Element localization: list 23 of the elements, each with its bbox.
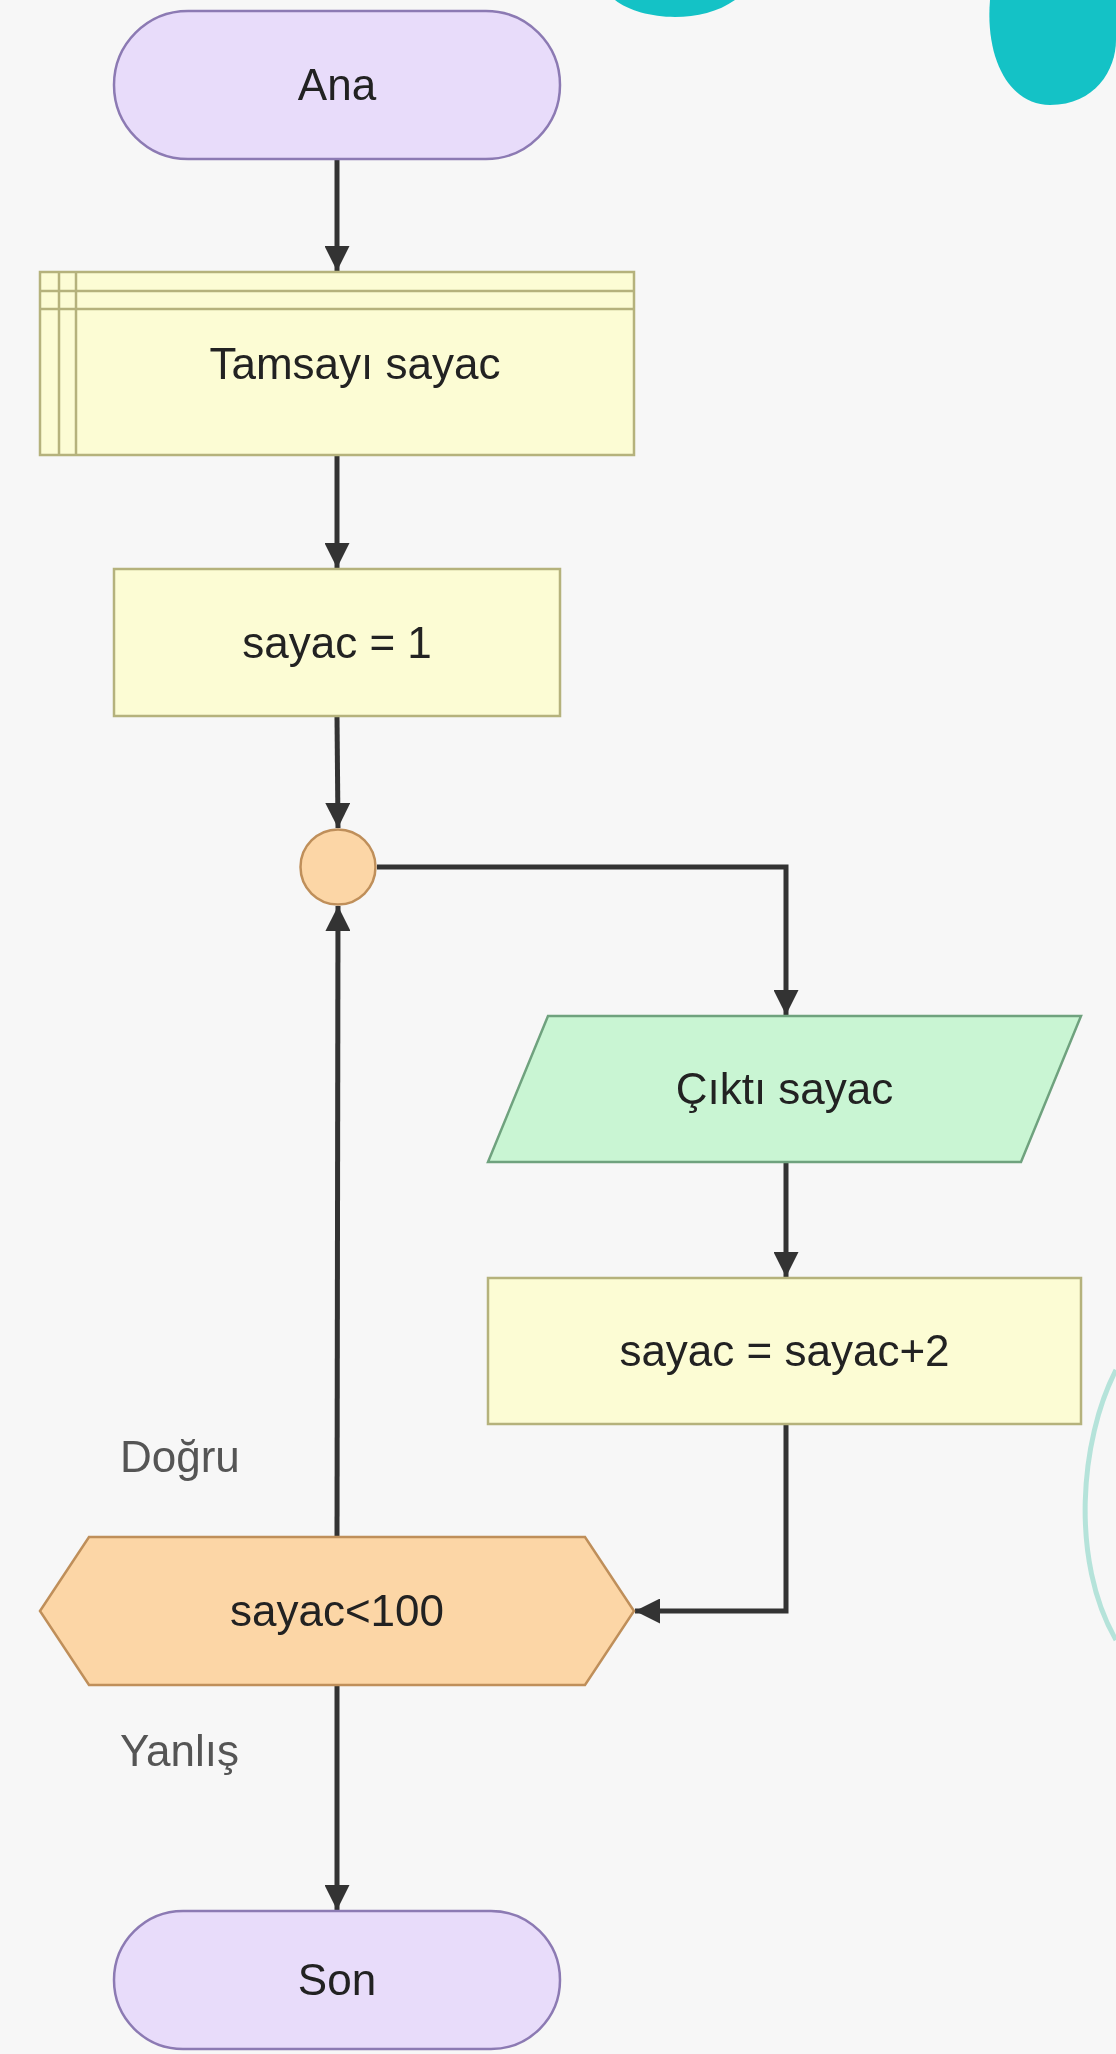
arrow: [635, 1425, 789, 1624]
arrow: [324, 160, 350, 271]
node-text: Ana: [297, 60, 377, 110]
edge-label: Doğru: [120, 1432, 240, 1482]
arrow: [377, 864, 799, 1015]
node-text: Son: [297, 1955, 377, 2005]
process-box: [113, 568, 561, 717]
process-box: [487, 1277, 1082, 1425]
node-text: Çıktı sayac: [675, 1064, 894, 1114]
connector-circle: [299, 828, 377, 906]
output-parallelogram: [487, 1015, 1082, 1163]
arrow: [324, 456, 350, 568]
node-text: sayac<100: [229, 1586, 445, 1636]
predefined-process-box: [39, 271, 635, 456]
decision-hexagon: [39, 1536, 635, 1686]
edge-label: Yanlış: [120, 1726, 240, 1776]
arrow: [773, 1163, 799, 1277]
arrow: [324, 1686, 350, 1910]
arrow: [325, 906, 351, 1536]
node-text: sayac = sayac+2: [619, 1326, 950, 1376]
arrow: [325, 716, 351, 829]
node-text: Tamsayı sayac: [209, 338, 501, 389]
node-text: sayac = 1: [242, 617, 432, 668]
